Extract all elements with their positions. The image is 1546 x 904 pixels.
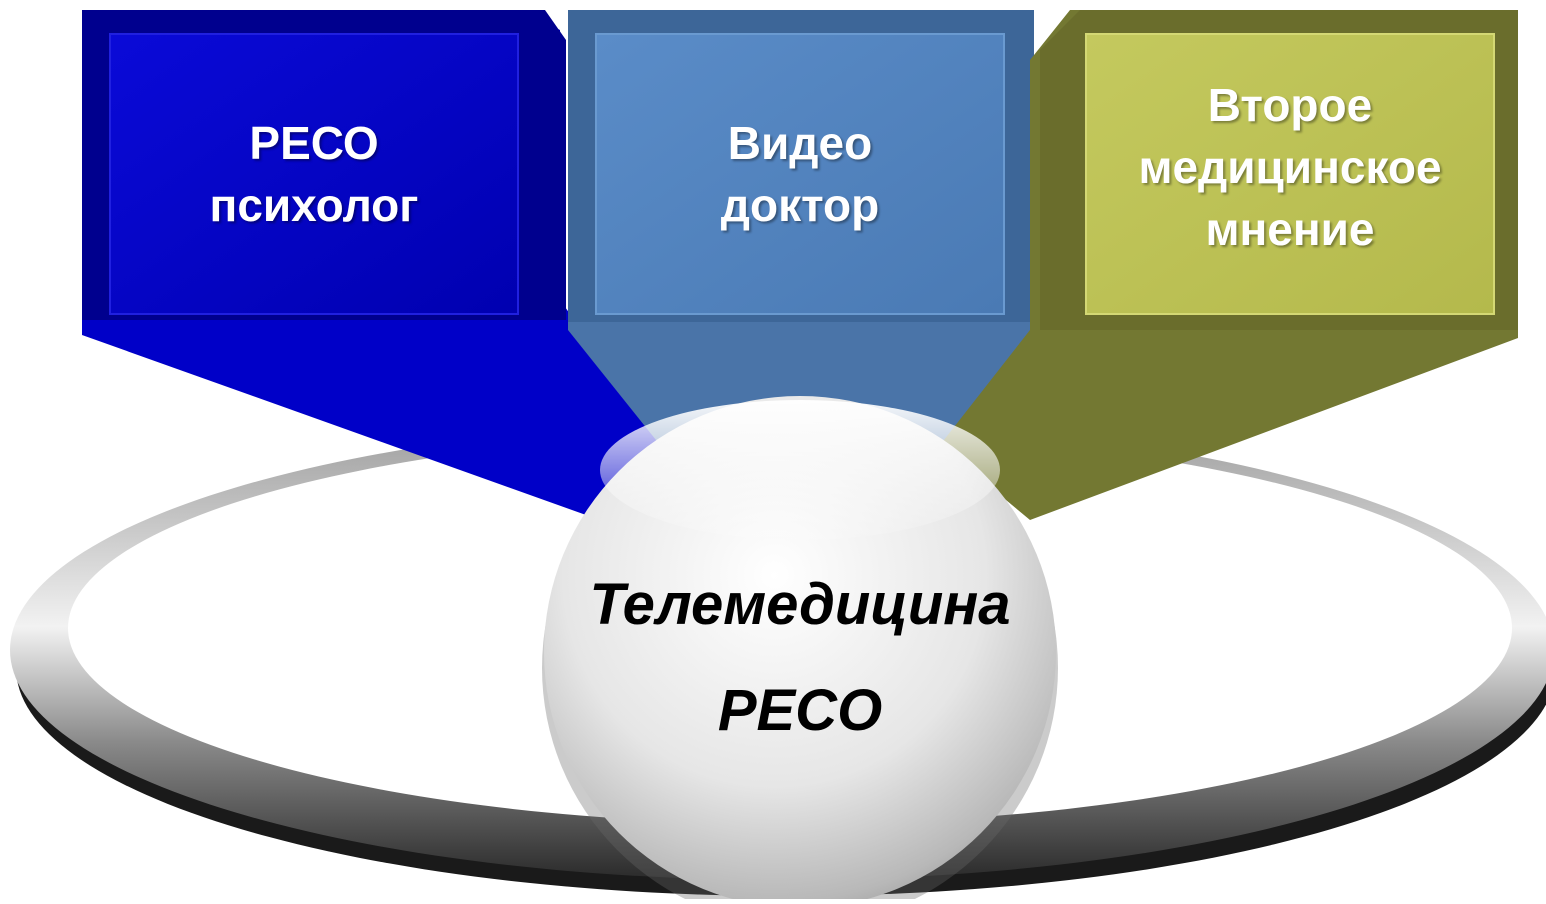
arrow-psychologist	[82, 10, 660, 520]
arrow-second-opinion	[940, 10, 1518, 520]
box-second-opinion	[1085, 33, 1495, 315]
box-label-second-opinion: Второе медицинское мнение	[1086, 22, 1494, 312]
center-sphere	[542, 396, 1058, 904]
box-label-line: психолог	[209, 179, 419, 231]
box-label-video-doctor: Видео доктор	[596, 34, 1004, 314]
center-title: Телемедицина РЕСО	[550, 548, 1050, 768]
box-label-line: медицинское	[1138, 141, 1442, 193]
center-title-line: Телемедицина	[589, 572, 1011, 637]
arrow-video-doctor	[568, 10, 1034, 445]
box-label-line: Видео	[727, 117, 873, 169]
box-label-line: мнение	[1205, 203, 1375, 255]
box-label-line: Второе	[1207, 79, 1373, 131]
box-video-doctor	[595, 33, 1005, 315]
center-title-line: РЕСО	[717, 678, 883, 743]
box-label-psychologist: РЕСО психолог	[110, 34, 518, 314]
box-psychologist	[109, 33, 519, 315]
sphere-highlight	[600, 400, 1000, 540]
box-label-line: доктор	[720, 179, 880, 231]
box-label-line: РЕСО	[249, 117, 379, 169]
